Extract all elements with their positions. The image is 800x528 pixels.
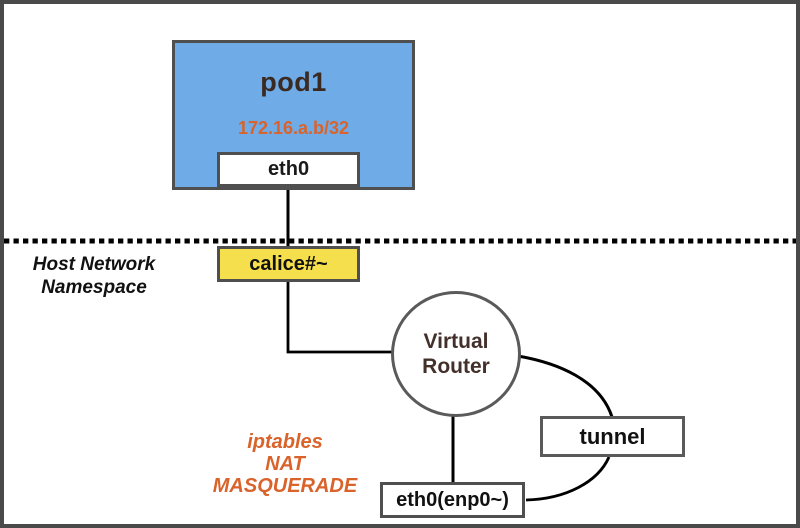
router-to-tunnel-curve — [517, 354, 614, 418]
tunnel-to-hostnic-curve — [525, 456, 611, 502]
pod1-eth0-interface-box: eth0 — [217, 152, 360, 187]
host-eth0-interface-box: eth0(enp0~) — [380, 482, 525, 518]
iptables-nat-masquerade-note: iptables NAT MASQUERADE — [185, 431, 385, 497]
host-namespace-label-line2: Namespace — [41, 277, 147, 298]
nat-note-line3: MASQUERADE — [212, 475, 358, 497]
virtual-router-circle: Virtual Router — [391, 291, 521, 417]
pod1-box: pod1 172.16.a.b/32 — [172, 40, 415, 190]
nat-note-line2: NAT — [265, 453, 305, 475]
nat-note-line1: iptables — [247, 431, 323, 453]
virtual-router-label-line2: Router — [422, 355, 490, 378]
calice-to-router-line — [286, 280, 394, 354]
host-network-namespace-label: Host Network Namespace — [10, 253, 178, 299]
pod1-title: pod1 — [260, 67, 327, 97]
calice-veth-box: calice#~ — [217, 246, 360, 282]
pod1-ip-address: 172.16.a.b/32 — [237, 118, 350, 138]
tunnel-box: tunnel — [540, 416, 685, 457]
host-namespace-label-line1: Host Network — [32, 254, 156, 275]
virtual-router-label-line1: Virtual — [423, 330, 489, 353]
